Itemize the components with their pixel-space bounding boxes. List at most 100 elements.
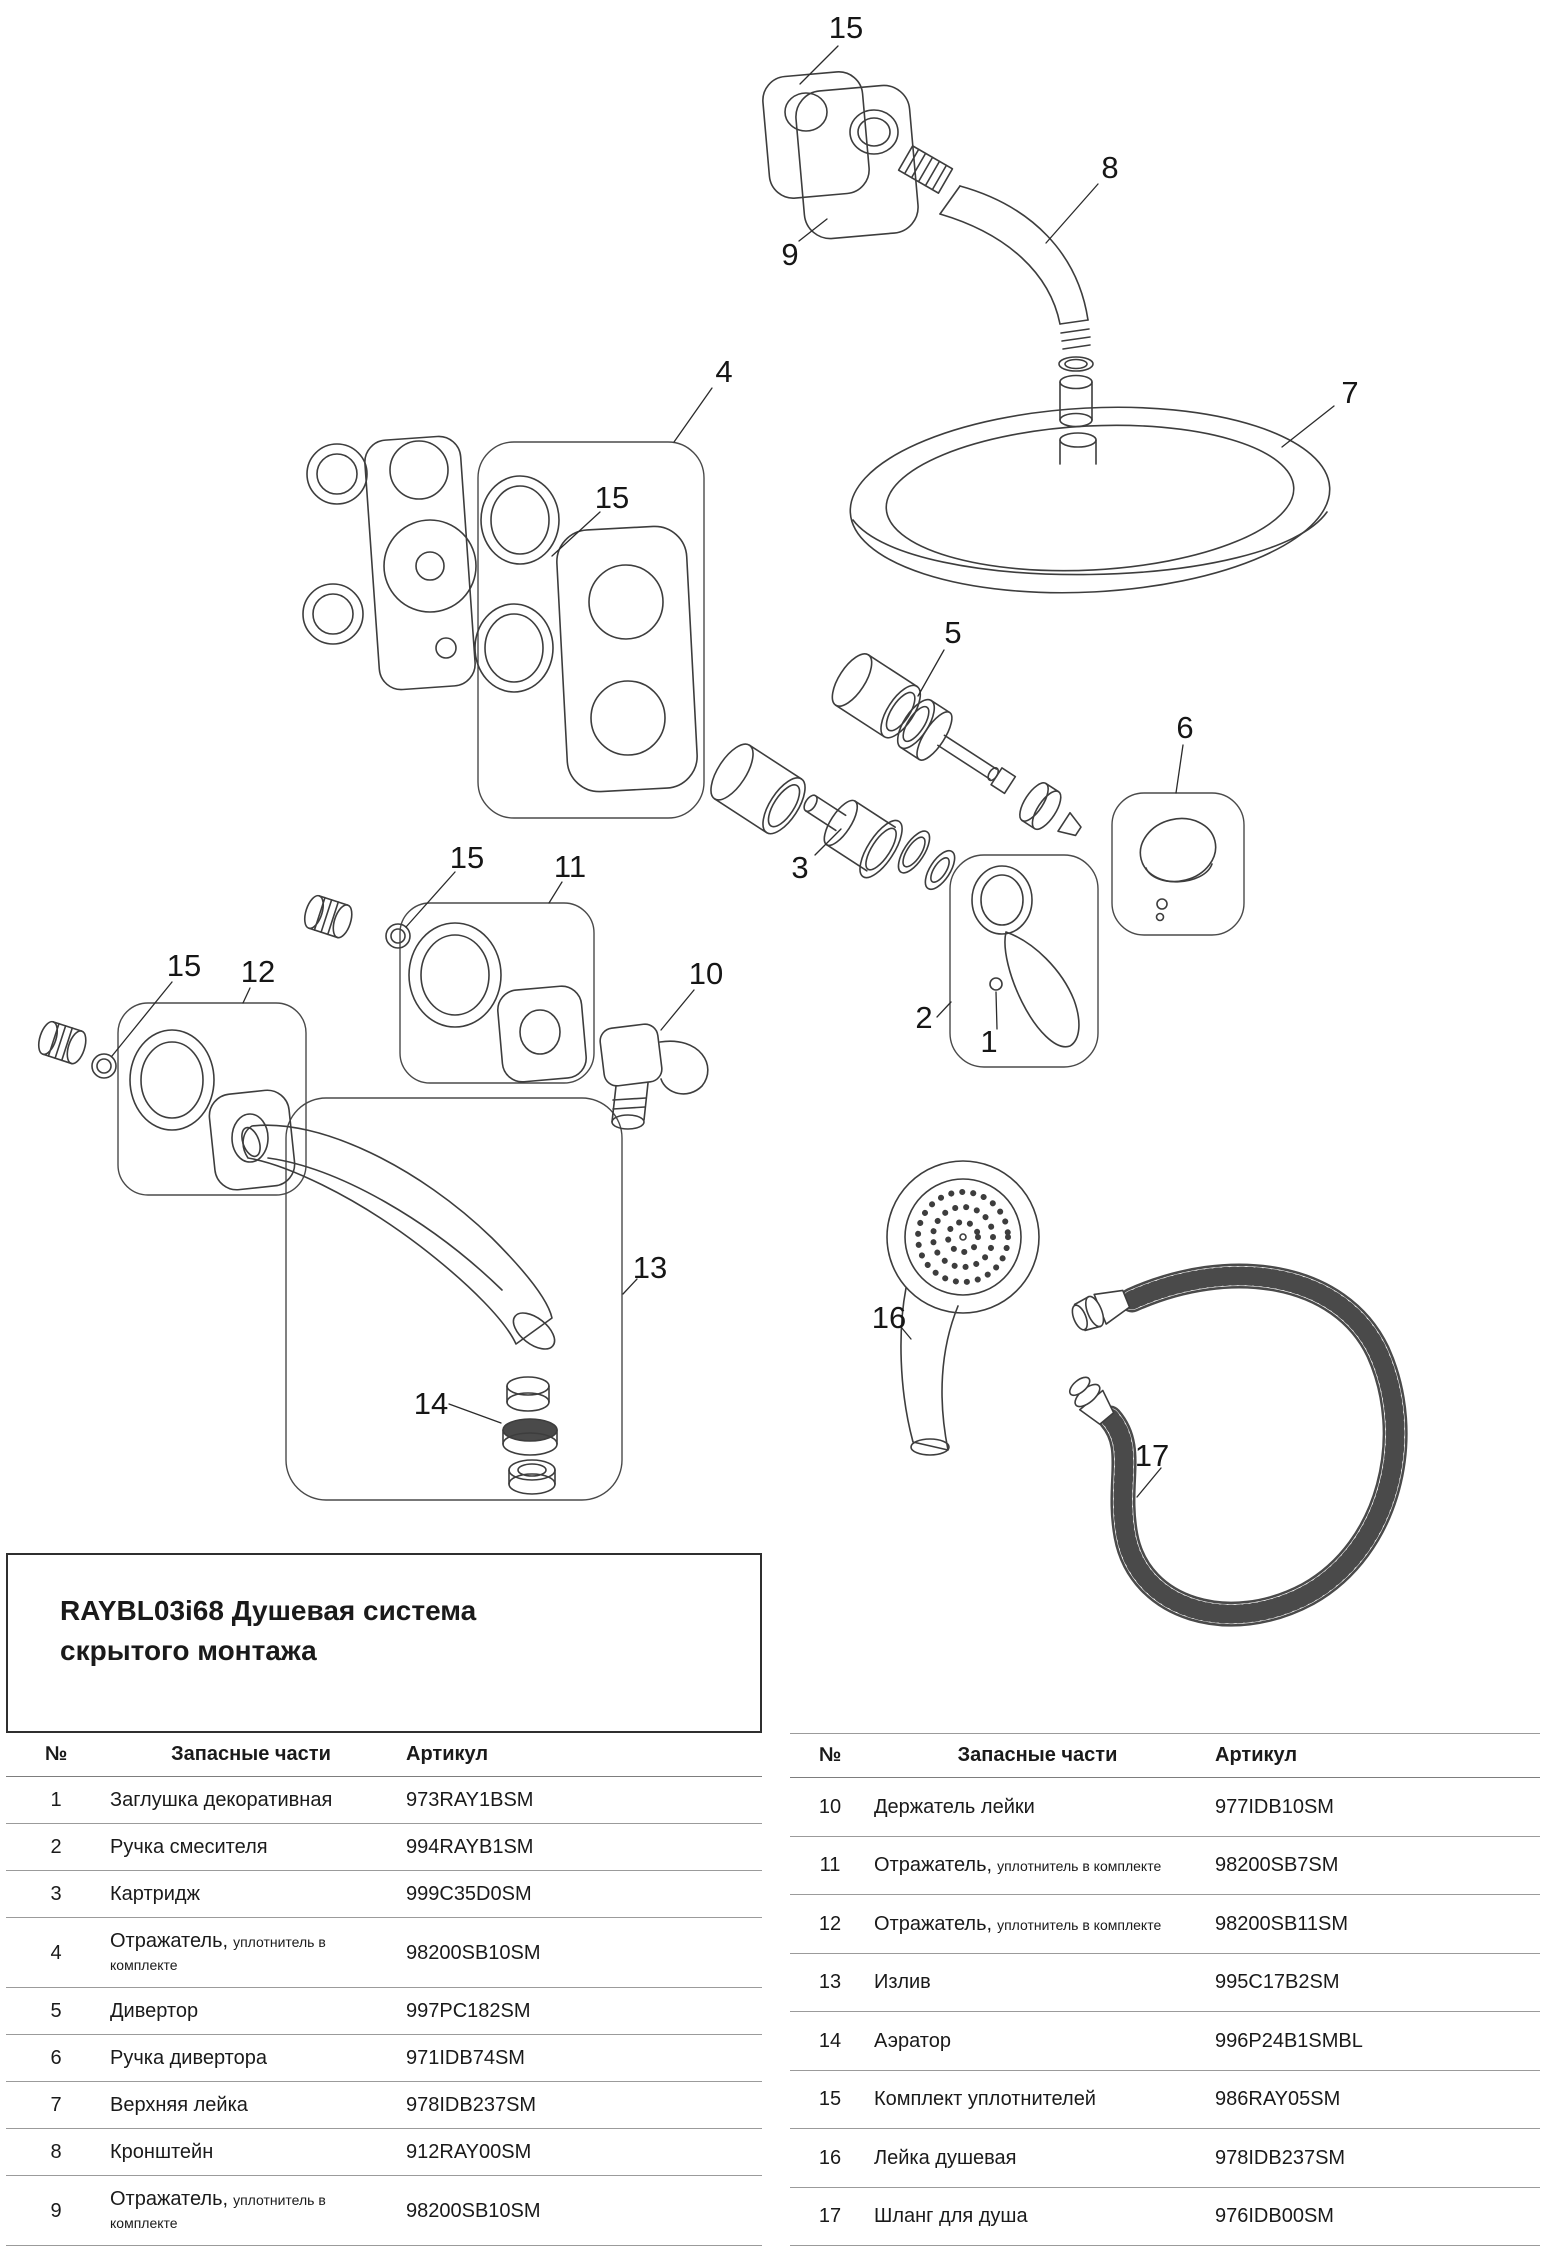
decorative-plug [989,977,1003,991]
part-number: 1 [6,1776,106,1824]
part-number: 5 [6,1987,106,2035]
part-name: Заглушка декоративная [110,1789,333,1811]
group-boxes [117,441,1245,1501]
part-name-note: уплотнитель в комплекте [110,1934,326,1973]
part-name: Шланг для душа [874,2205,1028,2228]
callout-4: 4 [715,354,733,389]
group-box-13 [285,1097,623,1501]
part-number: 15 [790,2070,870,2129]
callout-11: 11 [553,849,587,884]
part-name: Отражатель, [874,1912,993,1935]
callout-8: 8 [1101,150,1119,185]
part-sku: 978IDB237SM [1205,2128,1540,2188]
spout [241,1124,556,1350]
part-sku: 98200SB10SM [396,2175,762,2246]
part-sku: 973RAY1BSM [396,1776,762,1824]
part-name-note: уплотнитель в комплекте [997,1858,1162,1875]
part-number: 3 [6,1870,106,1918]
aerator-stack [502,1376,558,1495]
part-number: 8 [6,2128,106,2176]
group-box-6 [1111,792,1245,936]
hose-fitting-bottom [1068,1376,1115,1426]
o-ring [91,1053,117,1079]
hand-shower-holder [599,1023,709,1130]
group-box-2 [949,854,1099,1068]
finishing-sleeve-upper [831,653,922,739]
leader-lines [111,45,1335,1498]
part-name: Кронштейн [110,2141,214,2163]
header-num: № [6,1733,106,1777]
part-number: 14 [790,2011,870,2071]
parts-info-section: RAYBL03i68 Душевая система скрытого монт… [0,1553,1546,2246]
part-sku: 977IDB10SM [1205,1777,1540,1837]
set-screw [303,894,353,939]
callout-10: 10 [688,956,724,991]
o-ring [385,923,411,949]
part-number: 2 [6,1823,106,1871]
part-sku: 976IDB00SM [1205,2187,1540,2246]
group-box-4 [477,441,705,819]
part-name: Отражатель, [110,1930,229,1952]
table-header-row: № Запасные части Артикул [790,1733,1540,1778]
hand-shower [886,1160,1040,1456]
part-name: Верхняя лейка [110,2094,248,2116]
part-name: Дивертор [110,2000,199,2022]
part-name: Комплект уплотнителей [874,2088,1096,2111]
callout-9: 9 [781,237,799,272]
product-title-line2: скрытого монтажа [60,1634,317,1666]
divertor-handle [1139,817,1217,922]
product-title-box: RAYBL03i68 Душевая система скрытого монт… [6,1553,762,1733]
part-name: Излив [874,1971,931,1994]
part-name-note: уплотнитель в комплекте [997,1916,1162,1933]
part-sku: 986RAY05SM [1205,2070,1540,2129]
callout-17: 17 [1134,1438,1170,1473]
callout-12: 12 [240,954,276,989]
part-sku: 971IDB74SM [396,2034,762,2082]
table-header-row: № Запасные части Артикул [6,1733,762,1777]
part-name: Отражатель, [110,2188,229,2210]
part-number: 16 [790,2128,870,2188]
header-sku: Артикул [396,1733,762,1777]
part-sku: 912RAY00SM [396,2128,762,2176]
callout-15-seals: 15 [594,480,630,515]
part-number: 11 [790,1836,870,1895]
part-sku: 999C35D0SM [396,1870,762,1918]
part-number: 10 [790,1777,870,1837]
callout-14: 14 [413,1386,449,1421]
mixer-seals [474,475,560,693]
callout-7: 7 [1341,375,1359,410]
concealed-mixer-body [302,435,477,691]
part-number: 17 [790,2187,870,2246]
part-sku: 98200SB10SM [396,1917,762,1988]
part-name: Ручка смесителя [110,1836,268,1858]
part-sku: 98200SB7SM [1205,1836,1540,1895]
part-name: Аэратор [874,2029,951,2052]
part-sku: 997PC182SM [396,1987,762,2035]
exploded-diagram [37,45,1408,1627]
part-number: 4 [6,1917,106,1988]
header-num: № [790,1733,870,1778]
callout-13: 13 [632,1250,668,1285]
group-box-11 [399,902,595,1084]
group-box-12 [117,1002,307,1196]
callout-1: 1 [980,1024,998,1059]
callout-5: 5 [944,615,962,650]
part-name: Картридж [110,1883,200,1905]
wall-union-escutcheons [762,71,954,240]
